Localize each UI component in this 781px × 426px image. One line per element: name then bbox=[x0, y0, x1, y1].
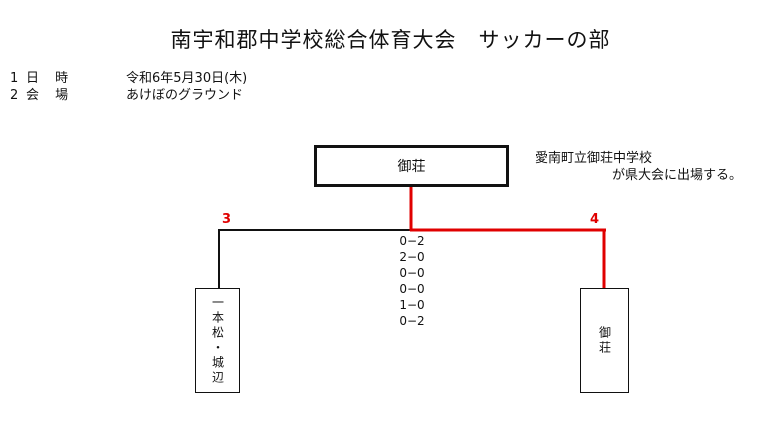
info-venue-row: 2 会 場 あけぼのグラウンド bbox=[10, 87, 243, 104]
period-score: 1−0 bbox=[399, 298, 425, 312]
page-title: 南宇和郡中学校総合体育大会 サッカーの部 bbox=[170, 28, 611, 52]
note-line2: が県大会に出場する。 bbox=[612, 168, 743, 183]
period-score: 0−2 bbox=[399, 314, 425, 328]
right-total-score: 4 bbox=[590, 212, 600, 227]
info-value-date: 令和6年5月30日(木) bbox=[126, 71, 248, 86]
note-line1: 愛南町立御荘中学校 bbox=[535, 151, 653, 166]
period-score-list: 0−2 2−0 0−0 0−0 1−0 0−2 bbox=[385, 233, 439, 329]
info-number: 2 bbox=[10, 88, 19, 103]
winner-box: 御荘 bbox=[314, 145, 509, 187]
winner-name: 御荘 bbox=[397, 159, 426, 175]
info-label-venue: 会 場 bbox=[26, 88, 75, 103]
info-date-row: 1 日 時 令和6年5月30日(木) bbox=[10, 70, 247, 87]
team-box-right: 御荘 bbox=[580, 288, 629, 393]
period-score: 0−2 bbox=[399, 234, 425, 248]
info-label-date: 日 時 bbox=[26, 71, 75, 86]
team-box-left: 一本松・城辺 bbox=[195, 288, 240, 393]
info-value-venue: あけぼのグラウンド bbox=[126, 88, 244, 103]
info-number: 1 bbox=[10, 71, 19, 86]
left-total-score: 3 bbox=[222, 212, 232, 227]
period-score: 2−0 bbox=[399, 250, 425, 264]
team-name-right: 御荘 bbox=[597, 325, 612, 356]
period-score: 0−0 bbox=[399, 282, 425, 296]
team-name-left: 一本松・城辺 bbox=[210, 295, 225, 386]
period-score: 0−0 bbox=[399, 266, 425, 280]
